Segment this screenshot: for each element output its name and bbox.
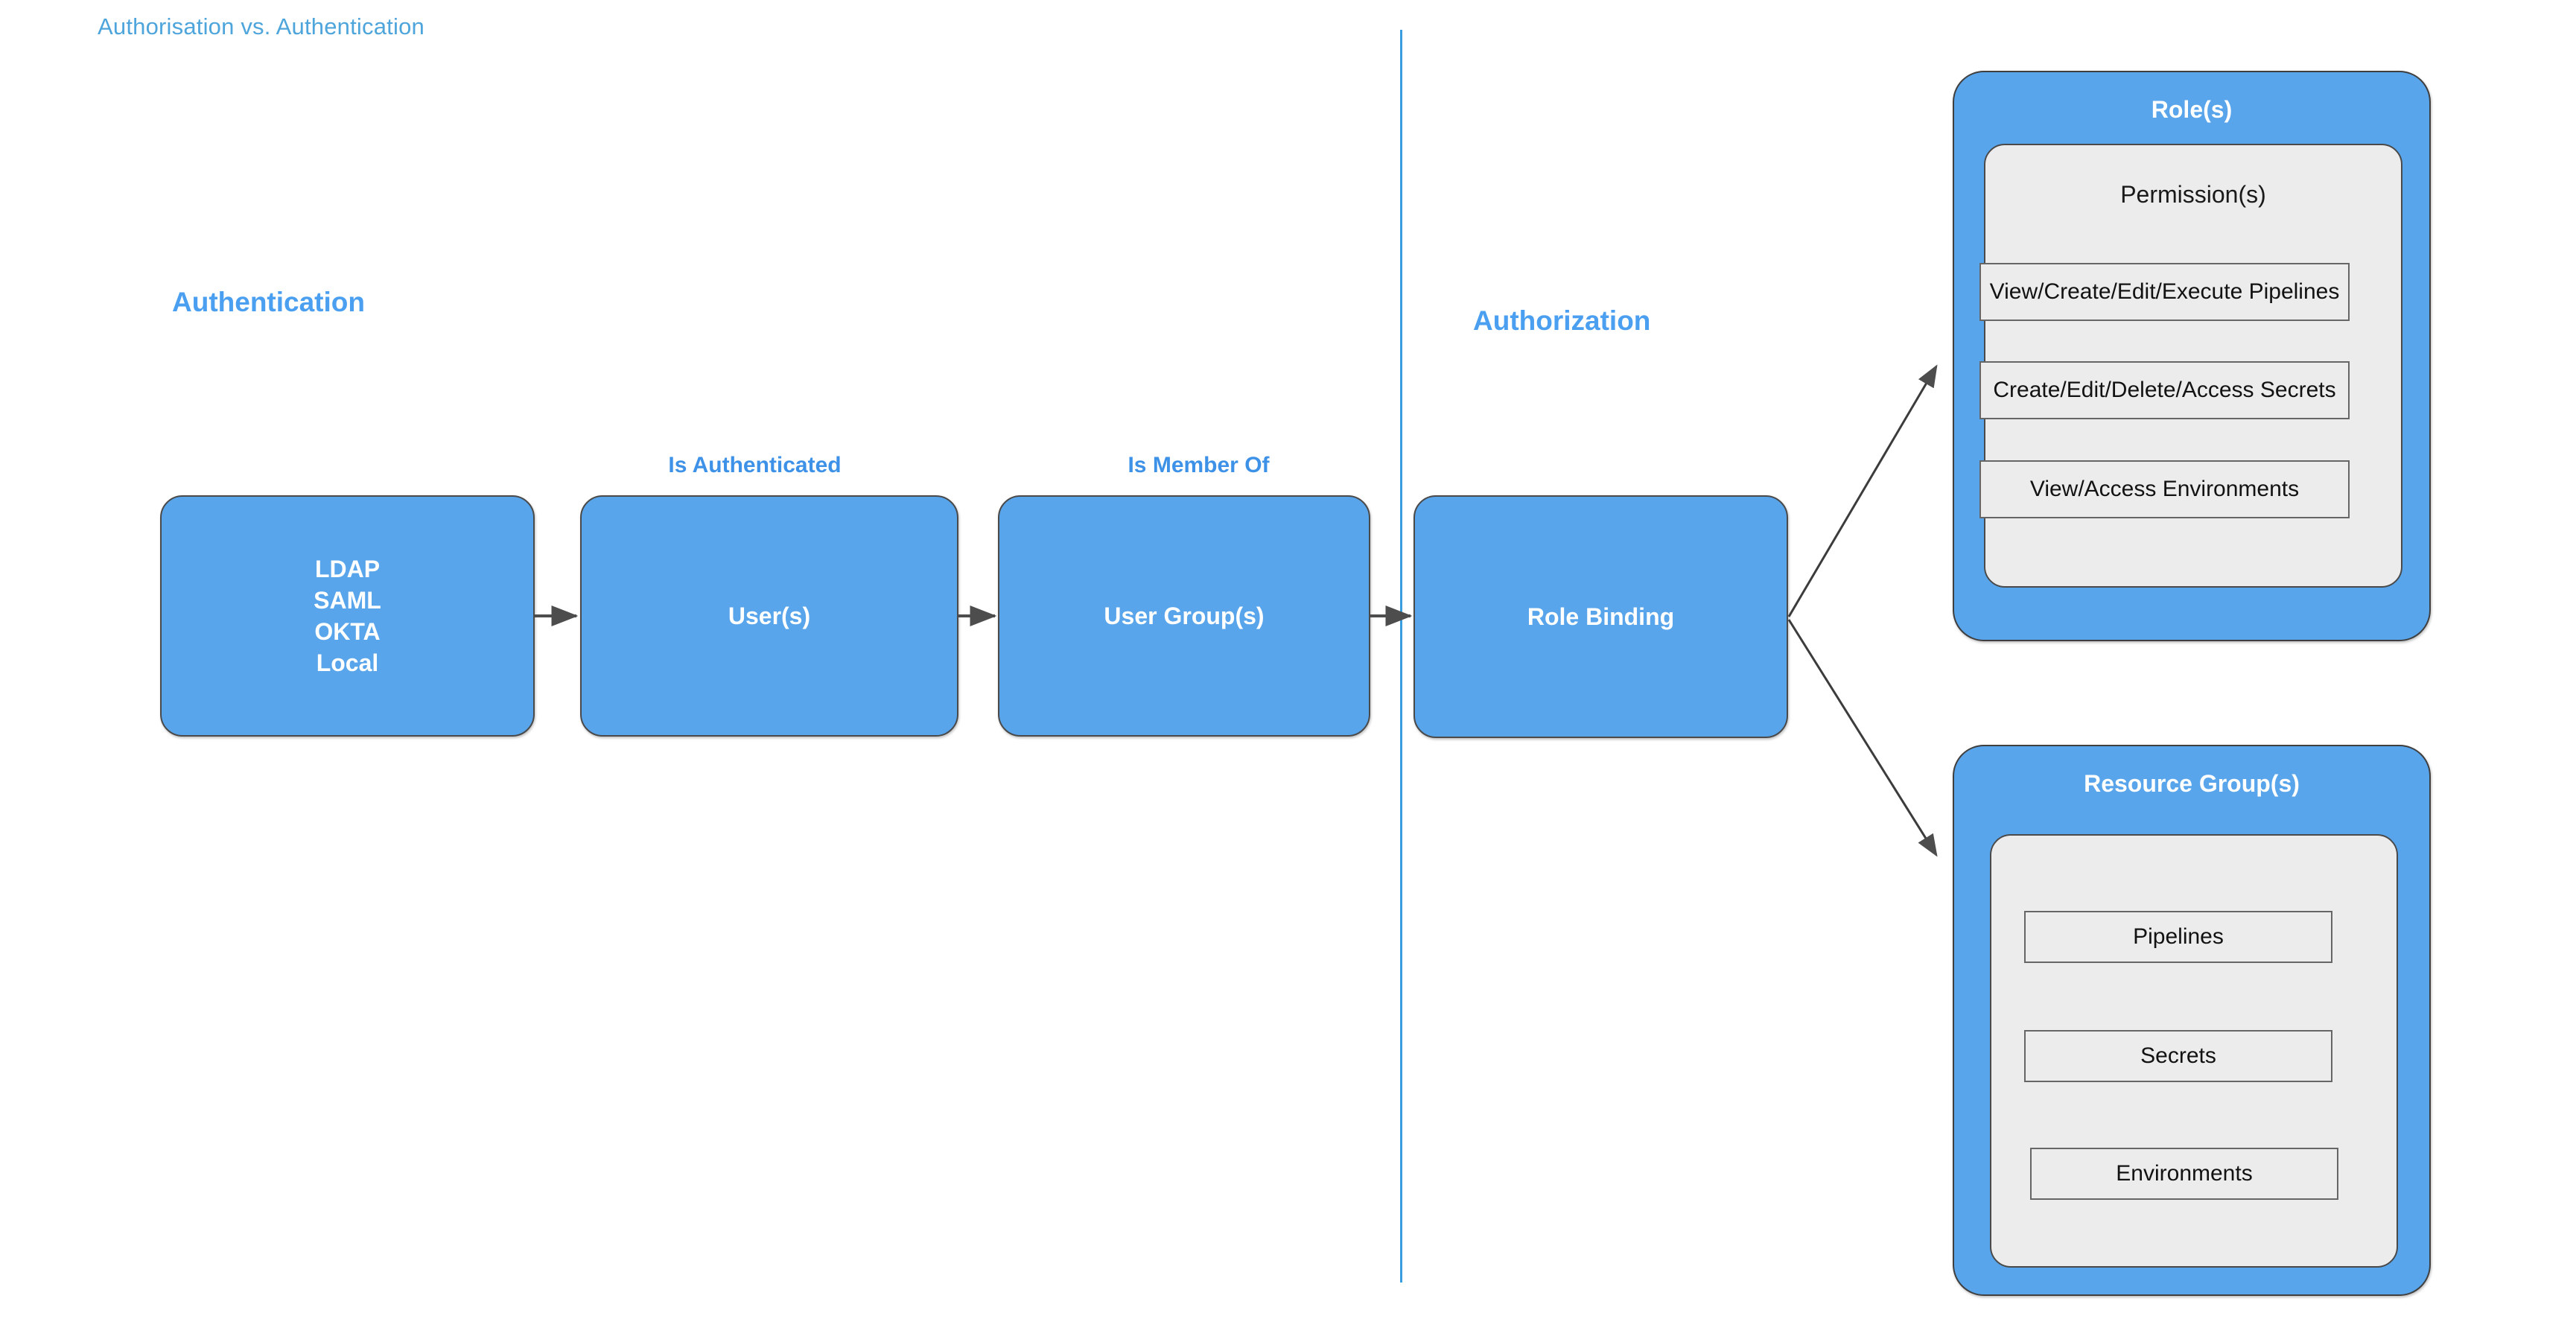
node-user-groups-label: User Group(s) <box>1104 602 1265 629</box>
node-role-binding-label: Role Binding <box>1527 603 1675 630</box>
arrow-role-binding-to-resource-groups <box>1787 619 1938 857</box>
identity-provider-local: Local <box>316 649 379 677</box>
panel-roles[interactable]: Role(s) Permission(s) <box>1953 71 2431 641</box>
page-title: Authorisation vs. Authentication <box>98 13 424 39</box>
resource-item[interactable]: Environments <box>2030 1148 2338 1200</box>
node-users[interactable]: User(s) <box>580 495 958 737</box>
node-user-groups[interactable]: User Group(s) <box>998 495 1370 737</box>
node-users-label: User(s) <box>728 602 811 629</box>
identity-provider-saml: SAML <box>314 586 381 614</box>
edge-label-is-member-of: Is Member Of <box>1128 453 1270 477</box>
permissions-heading: Permission(s) <box>2120 181 2266 208</box>
panel-roles-title: Role(s) <box>2151 96 2233 123</box>
permission-item[interactable]: Create/Edit/Delete/Access Secrets <box>1979 361 2350 419</box>
resource-item[interactable]: Secrets <box>2024 1030 2332 1082</box>
permission-item[interactable]: View/Access Environments <box>1979 460 2350 518</box>
section-divider <box>1400 30 1402 1283</box>
resource-item[interactable]: Pipelines <box>2024 911 2332 963</box>
panel-resource-groups[interactable]: Resource Group(s) <box>1953 745 2431 1296</box>
permission-item[interactable]: View/Create/Edit/Execute Pipelines <box>1979 263 2350 321</box>
arrow-role-binding-to-roles <box>1787 364 1938 617</box>
section-heading-authorization: Authorization <box>1473 305 1651 336</box>
identity-provider-okta: OKTA <box>314 618 381 645</box>
node-identity-providers[interactable]: LDAP SAML OKTA Local <box>160 495 535 737</box>
node-role-binding[interactable]: Role Binding <box>1413 495 1788 738</box>
section-heading-authentication: Authentication <box>172 287 365 317</box>
identity-provider-ldap: LDAP <box>314 555 381 582</box>
edge-label-is-authenticated: Is Authenticated <box>668 453 842 477</box>
panel-resource-groups-title: Resource Group(s) <box>2084 770 2300 797</box>
identity-provider-list: LDAP SAML OKTA Local <box>314 553 381 679</box>
